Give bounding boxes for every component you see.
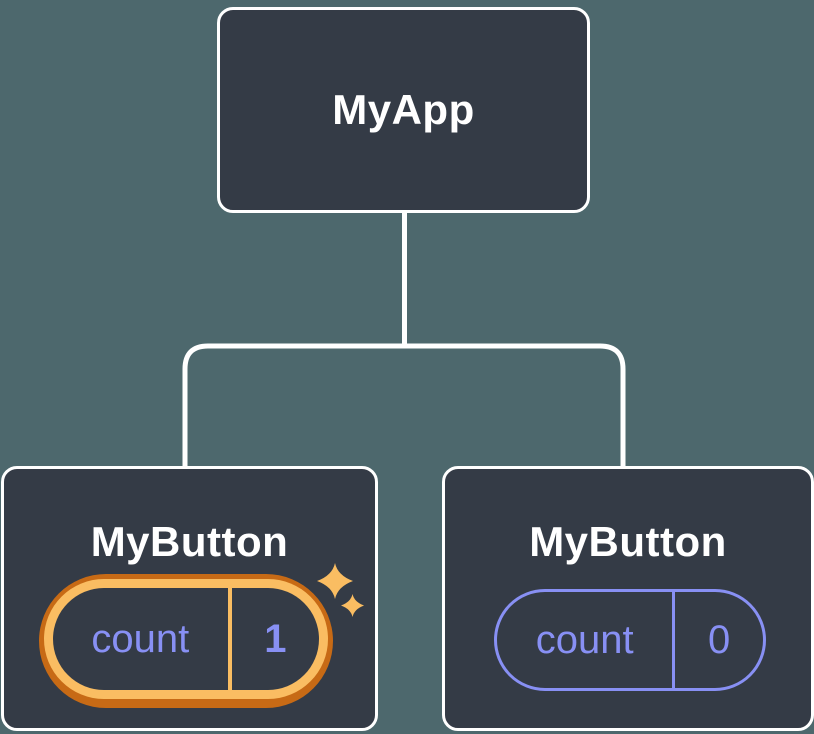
state-value: 1 <box>227 588 319 690</box>
sparkle-icon <box>317 563 365 618</box>
state-pill: count 0 <box>494 589 766 691</box>
child-node-left: MyButton count 1 <box>1 466 378 731</box>
state-pill-highlighted: count 1 <box>39 574 333 708</box>
child-node-right: MyButton count 0 <box>442 466 814 731</box>
root-node: MyApp <box>217 7 590 213</box>
child-node-left-label: MyButton <box>90 518 289 565</box>
state-key: count <box>91 617 190 661</box>
root-node-label: MyApp <box>332 86 475 133</box>
child-node-right-label: MyButton <box>529 518 727 565</box>
state-key: count <box>535 618 634 662</box>
state-value: 0 <box>672 592 763 688</box>
state-pill-highlight-ring: count 1 <box>44 579 328 699</box>
